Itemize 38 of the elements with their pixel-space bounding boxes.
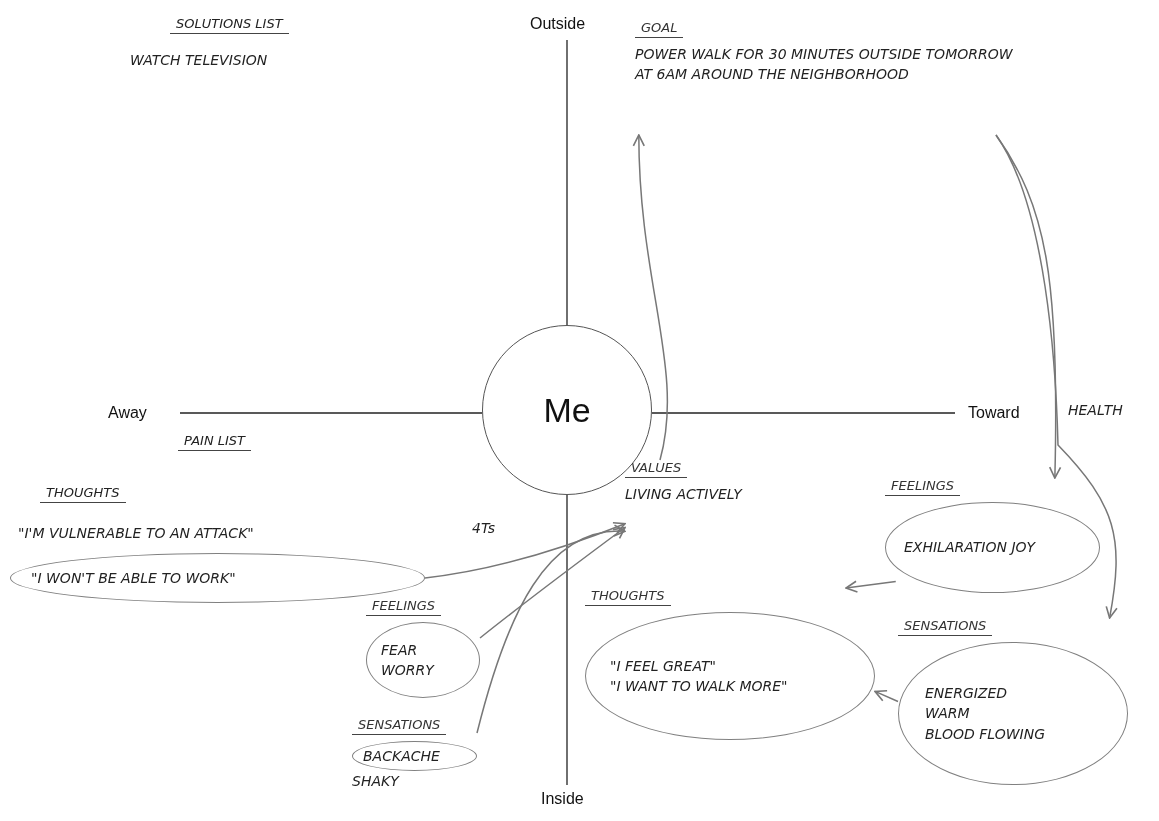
axis-label: Inside	[541, 790, 584, 808]
arrow	[424, 521, 626, 579]
section-heading: SENSATIONS	[898, 618, 993, 636]
section-heading: VALUES	[625, 460, 688, 478]
handwritten-text: POWER WALK FOR 30 MINUTES OUTSIDE TOMORROW AT 6AM AROUND THE NEIGHBORHOOD	[635, 45, 1014, 85]
handwritten-text: WATCH TELEVISION	[130, 52, 268, 68]
handwritten-text: HEALTH	[1068, 402, 1123, 418]
section-heading: GOAL	[635, 20, 684, 38]
list-heading: PAIN LIST	[178, 433, 252, 451]
handwritten-text: BACKACHE	[363, 746, 440, 766]
arrow	[479, 526, 626, 639]
handwritten-text: LIVING ACTIVELY	[625, 485, 742, 504]
axis-label: Away	[108, 404, 147, 422]
list-heading: THOUGHTS	[40, 485, 126, 503]
handwritten-text: "I FEEL GREAT"	[610, 656, 716, 676]
section-heading: SENSATIONS	[352, 717, 447, 735]
center-label: Me	[543, 390, 591, 430]
arrow	[476, 525, 626, 734]
handwritten-text: FEAR WORRY	[381, 640, 436, 680]
axis-label: Outside	[530, 15, 586, 33]
handwritten-text: "I'M VULNERABLE TO AN ATTACK"	[18, 525, 254, 541]
section-heading: FEELINGS	[885, 478, 961, 496]
handwritten-text: ENERGIZED	[925, 684, 1008, 704]
handwritten-text: "I WON'T BE ABLE TO WORK"	[31, 568, 236, 588]
arrow	[632, 134, 668, 461]
handwritten-text: WARM	[925, 704, 970, 724]
handwritten-text: BLOOD FLOWING	[925, 724, 1045, 744]
handwritten-text: EXHILARATION JOY	[904, 538, 1036, 558]
arrow	[845, 580, 897, 593]
arrow	[995, 134, 1118, 619]
handwritten-text: "I WANT TO WALK MORE"	[610, 677, 788, 696]
section-heading: FEELINGS	[366, 598, 442, 616]
section-heading: THOUGHTS	[585, 588, 671, 606]
list-heading: SOLUTIONS LIST	[170, 16, 289, 34]
arrow	[874, 689, 899, 703]
handwritten-text: SHAKY	[352, 772, 399, 791]
handwritten-text: 4Ts	[472, 520, 496, 536]
axis-label: Toward	[968, 404, 1020, 422]
